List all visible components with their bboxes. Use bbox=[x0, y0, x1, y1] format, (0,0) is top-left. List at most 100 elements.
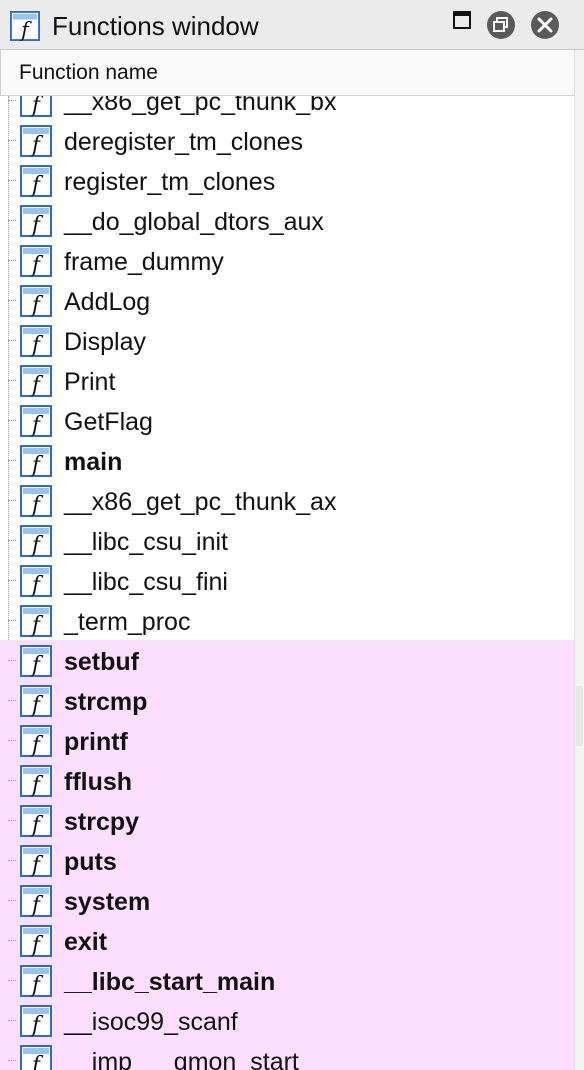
function-icon: f bbox=[20, 1045, 52, 1070]
tree-guide-line bbox=[8, 96, 9, 1070]
vertical-scrollbar[interactable] bbox=[574, 50, 584, 1070]
tree-branch bbox=[8, 740, 16, 741]
function-row[interactable]: f Print bbox=[0, 360, 574, 400]
function-name: _term_proc bbox=[64, 608, 191, 636]
function-row[interactable]: f__x86_get_pc_thunk_bx bbox=[0, 96, 574, 120]
function-name: __libc_csu_fini bbox=[64, 568, 228, 596]
function-icon: f bbox=[20, 365, 52, 397]
function-icon: f bbox=[20, 845, 52, 877]
function-name: register_tm_clones bbox=[64, 168, 276, 196]
window-title: Functions window bbox=[52, 11, 259, 41]
maximize-icon[interactable] bbox=[452, 10, 472, 30]
tree-branch bbox=[8, 220, 16, 221]
function-row[interactable]: f __do_global_dtors_aux bbox=[0, 200, 574, 240]
tree-branch bbox=[8, 500, 16, 501]
tree-branch bbox=[8, 580, 16, 581]
function-icon: f bbox=[20, 965, 52, 997]
function-icon: f bbox=[20, 525, 52, 557]
function-name: system bbox=[64, 888, 151, 916]
tree-branch bbox=[8, 260, 16, 261]
function-name: frame_dummy bbox=[64, 248, 224, 276]
tree-branch bbox=[8, 1060, 16, 1061]
tree-branch bbox=[8, 660, 16, 661]
function-icon: f bbox=[20, 245, 52, 277]
tree-branch bbox=[8, 860, 16, 861]
title-bar[interactable]: f Functions window bbox=[0, 0, 584, 50]
function-name: deregister_tm_clones bbox=[64, 128, 304, 156]
tree-branch bbox=[8, 380, 16, 381]
function-name: puts bbox=[64, 848, 117, 876]
function-row[interactable]: f __imp___gmon_start__ bbox=[0, 1040, 574, 1070]
restore-icon[interactable] bbox=[486, 10, 516, 40]
function-name: setbuf bbox=[64, 648, 139, 676]
tree-branch bbox=[8, 300, 16, 301]
column-header-function-name[interactable]: Function name bbox=[0, 50, 574, 96]
function-name: __imp___gmon_start__ bbox=[64, 1048, 327, 1070]
function-row[interactable]: f _term_proc bbox=[0, 600, 574, 640]
function-icon: f bbox=[20, 165, 52, 197]
function-name: strcpy bbox=[64, 808, 140, 836]
close-icon[interactable] bbox=[530, 10, 560, 40]
function-icon: f bbox=[20, 805, 52, 837]
function-icon: f bbox=[20, 685, 52, 717]
function-name: __isoc99_scanf bbox=[64, 1008, 238, 1036]
function-icon: f bbox=[20, 885, 52, 917]
tree-branch bbox=[8, 420, 16, 421]
function-name: __libc_start_main bbox=[64, 968, 276, 996]
function-name: strcmp bbox=[64, 688, 148, 716]
column-header-label: Function name bbox=[19, 61, 158, 84]
function-icon: f bbox=[20, 605, 52, 637]
function-name: Print bbox=[64, 368, 116, 396]
function-icon: f bbox=[20, 285, 52, 317]
function-row[interactable]: f__x86_get_pc_thunk_ax bbox=[0, 480, 574, 520]
function-row[interactable]: f __libc_csu_init bbox=[0, 520, 574, 560]
function-row[interactable]: f __isoc99_scanf bbox=[0, 1000, 574, 1040]
function-name: __x86_get_pc_thunk_bx bbox=[64, 96, 337, 116]
function-icon: f bbox=[20, 565, 52, 597]
function-icon: f bbox=[20, 125, 52, 157]
function-row[interactable]: f __libc_start_main bbox=[0, 960, 574, 1000]
scrollbar-thumb[interactable] bbox=[576, 686, 583, 746]
function-row[interactable]: f __libc_csu_fini bbox=[0, 560, 574, 600]
function-name: __libc_csu_init bbox=[64, 528, 228, 556]
function-row[interactable]: f frame_dummy bbox=[0, 240, 574, 280]
function-icon: f bbox=[20, 645, 52, 677]
tree-branch bbox=[8, 700, 16, 701]
function-icon: f bbox=[20, 725, 52, 757]
function-icon: f bbox=[20, 205, 52, 237]
function-icon: f bbox=[20, 765, 52, 797]
function-name: fflush bbox=[64, 768, 133, 796]
tree-branch bbox=[8, 340, 16, 341]
function-row[interactable]: f deregister_tm_clones bbox=[0, 120, 574, 160]
tree-branch bbox=[8, 1020, 16, 1021]
function-icon: f bbox=[20, 325, 52, 357]
function-icon: f bbox=[10, 11, 40, 41]
function-icon: f bbox=[20, 1005, 52, 1037]
tree-branch bbox=[8, 820, 16, 821]
tree-branch bbox=[8, 460, 16, 461]
tree-branch bbox=[8, 140, 16, 141]
function-icon: f bbox=[20, 485, 52, 517]
function-icon: f bbox=[20, 925, 52, 957]
tree-branch bbox=[8, 940, 16, 941]
function-name: exit bbox=[64, 928, 108, 956]
function-name: GetFlag bbox=[64, 408, 153, 436]
function-name: __do_global_dtors_aux bbox=[64, 208, 324, 236]
function-row[interactable]: f register_tm_clones bbox=[0, 160, 574, 200]
tree-branch bbox=[8, 620, 16, 621]
